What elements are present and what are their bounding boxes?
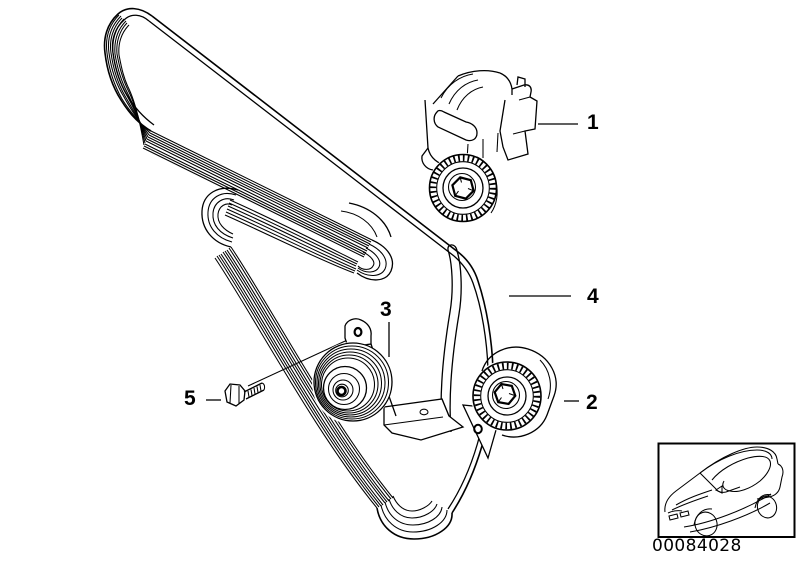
vehicle-thumbnail — [657, 442, 796, 538]
callout-3[interactable]: 3 — [380, 298, 392, 321]
callout-4[interactable]: 4 — [587, 285, 599, 308]
screw-leader-line — [247, 335, 357, 387]
screw-drawing — [224, 382, 266, 407]
ribbed-v-belt-drawing — [103, 7, 494, 540]
callout-5[interactable]: 5 — [184, 387, 196, 410]
callout-leader-lines — [206, 123, 579, 402]
belt-tensioner-drawing — [421, 69, 540, 223]
idler-pulley-drawing — [312, 244, 465, 441]
document-number: 00084028 — [652, 536, 742, 556]
deflection-pulley-drawing — [461, 346, 565, 460]
callout-2[interactable]: 2 — [586, 391, 598, 414]
callout-1[interactable]: 1 — [587, 111, 599, 134]
car-icon — [664, 446, 784, 537]
